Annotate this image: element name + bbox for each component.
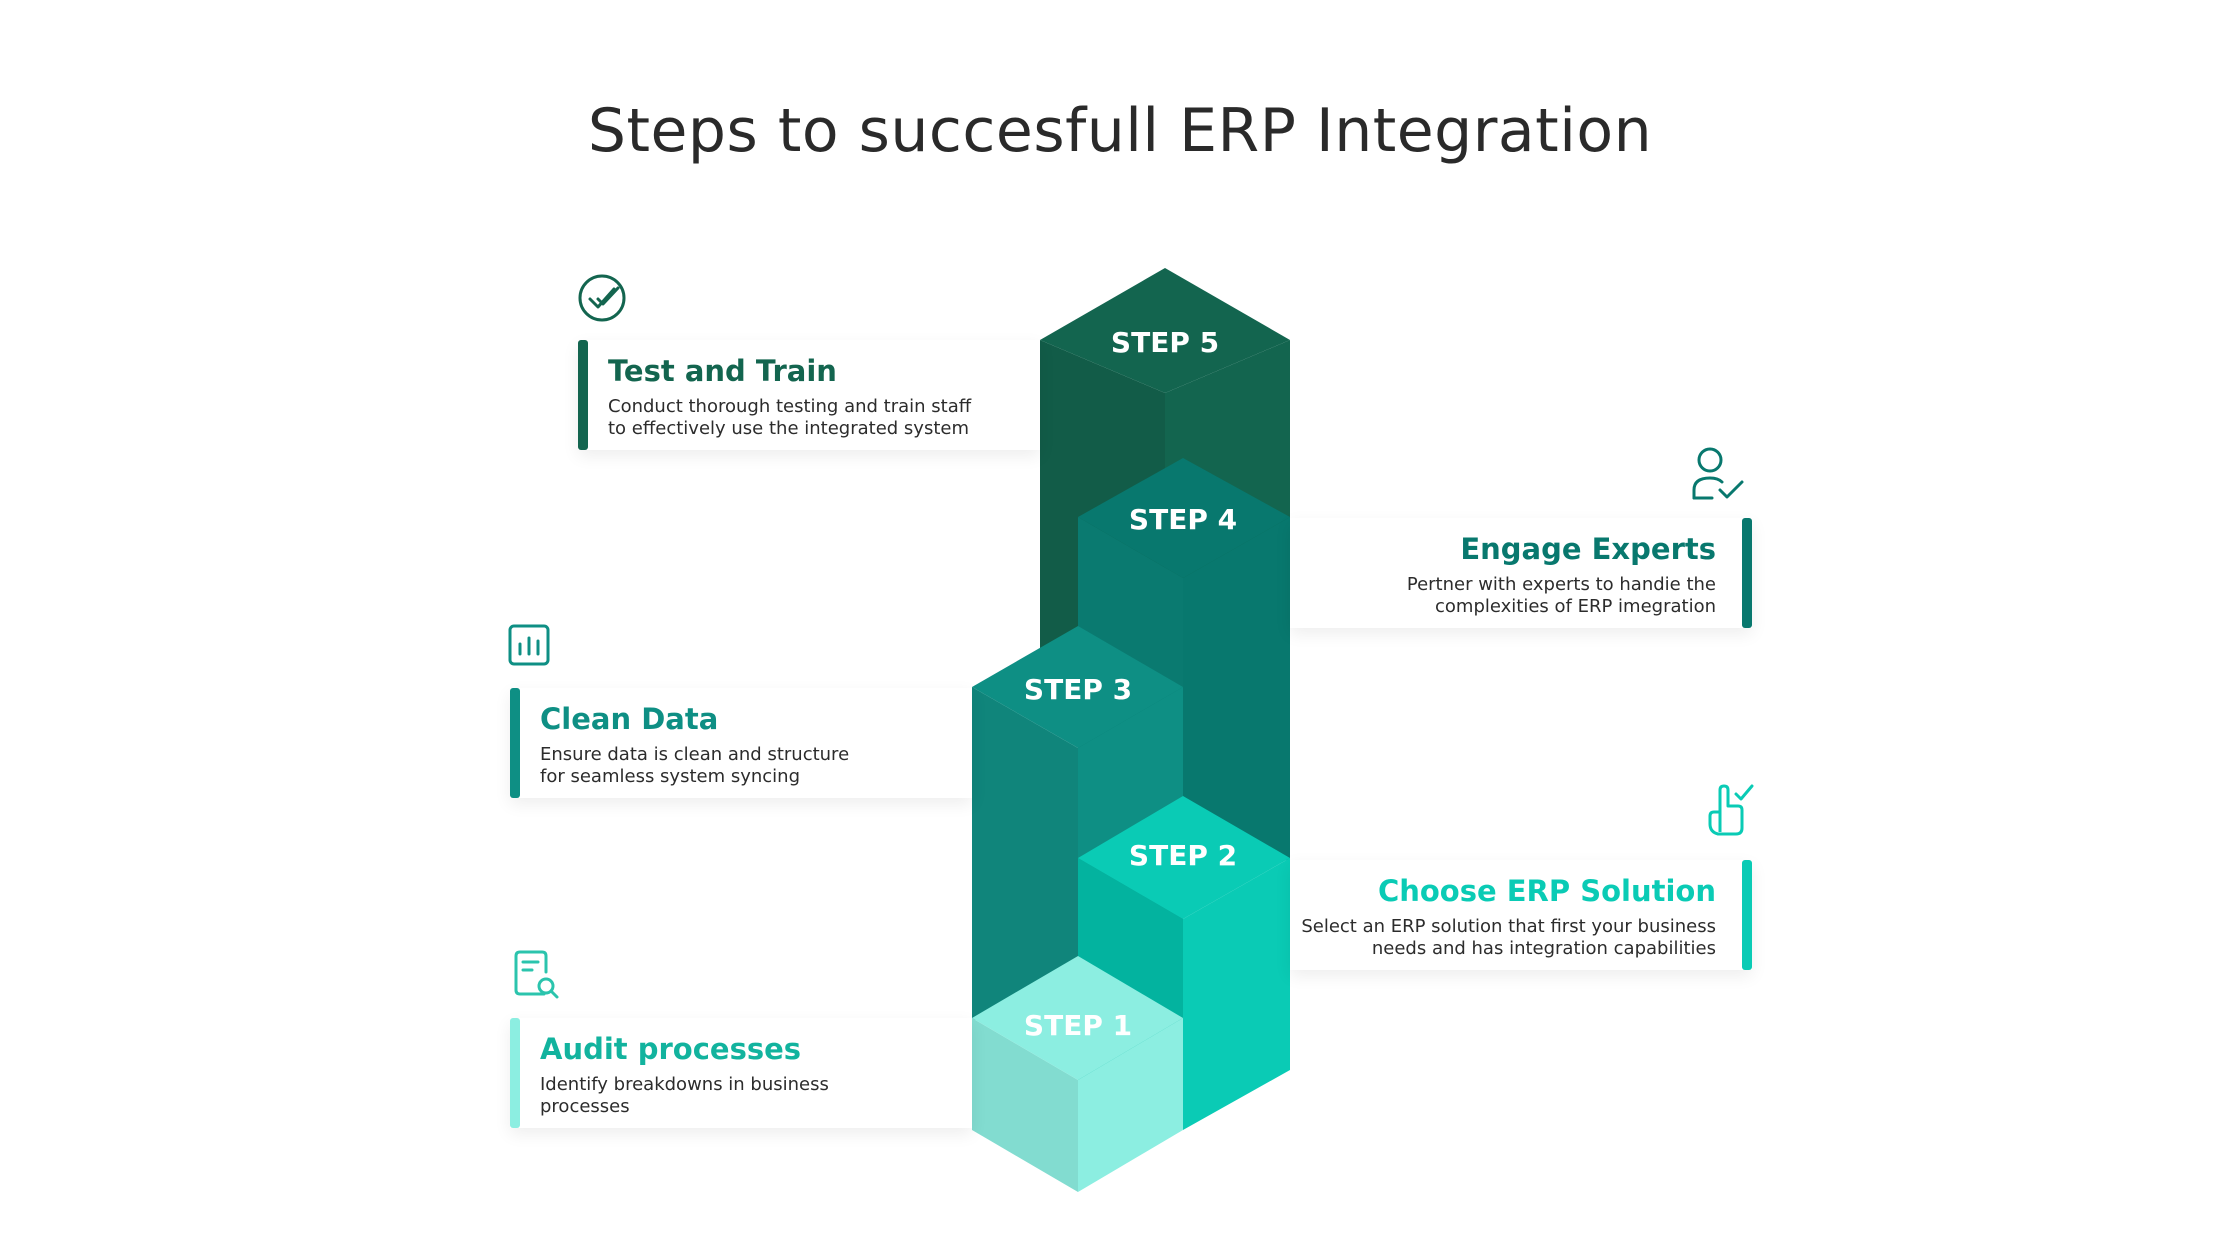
step-2-desc-line2: needs and has integration capabilities [1371,938,1716,959]
step-4-accent-bar [1742,518,1752,628]
step-3-title: Clean Data [540,702,719,736]
user-check-icon [1692,447,1744,500]
step-1-title: Audit processes [540,1032,802,1066]
step-2-desc-line1: Select an ERP solution that first your b… [1301,916,1716,937]
step-4-desc-line2: complexities of ERP imegration [1435,596,1716,617]
document-search-icon [514,950,559,999]
step-1-desc-line2: processes [540,1096,630,1117]
step-1-block [972,956,1183,1192]
bar-chart-icon [508,624,550,666]
step-2-label: STEP 2 [1129,839,1237,872]
step-1-accent-bar [510,1018,520,1128]
step-2-title: Choose ERP Solution [1377,874,1716,908]
step-5-card: Test and Train Conduct thorough testing … [578,340,1040,450]
step-4-desc-line1: Pertner with experts to handie the [1406,574,1716,595]
pointer-check-icon [1708,784,1754,836]
step-1-label: STEP 1 [1024,1009,1132,1042]
step-3-label: STEP 3 [1024,673,1132,706]
step-2-card: Choose ERP Solution Select an ERP soluti… [1290,860,1752,970]
step-3-desc-line1: Ensure data is clean and structure [540,744,850,765]
step-3-desc-line2: for seamless system syncing [540,766,801,787]
step-3-card: Clean Data Ensure data is clean and stru… [510,688,972,798]
step-3-accent-bar [510,688,520,798]
step-1-desc-line1: Identify breakdowns in business [540,1074,829,1095]
step-5-desc-line2: to effectively use the integrated system [608,418,969,439]
step-5-label: STEP 5 [1111,326,1219,359]
step-4-label: STEP 4 [1129,503,1237,536]
step-1-card: Audit processes Identify breakdowns in b… [510,1018,972,1128]
step-5-accent-bar [578,340,588,450]
step-5-desc-line1: Conduct thorough testing and train staff [608,396,972,417]
step-4-card: Engage Experts Pertner with experts to h… [1290,518,1752,628]
check-circle-icon [578,274,626,322]
page-title: Steps to succesfull ERP Integration [587,96,1653,166]
step-2-accent-bar [1742,860,1752,970]
step-5-title: Test and Train [608,354,837,388]
step-4-title: Engage Experts [1460,532,1716,566]
